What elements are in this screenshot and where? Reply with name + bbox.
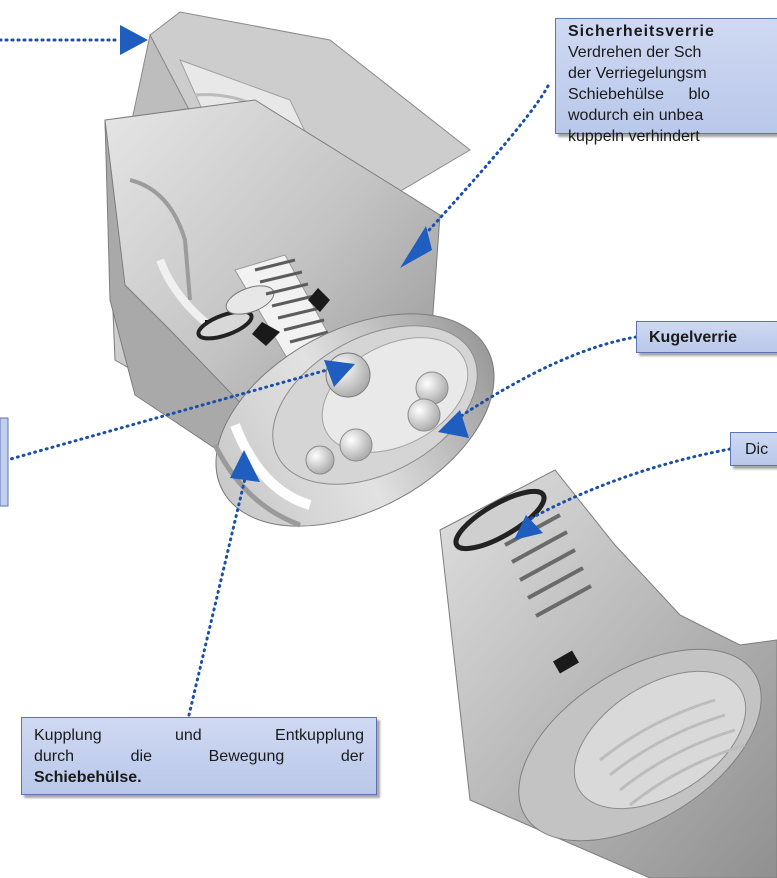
callout-coupling: Kupplung und Entkupplung durch die Beweg… [21, 717, 377, 795]
callout-safety-lock-line-2: der Verriegelungsm [568, 63, 777, 84]
coupling-plug [440, 470, 777, 878]
callout-left-edge [0, 418, 8, 506]
callout-coupling-line-3: Schiebehülse. [34, 767, 364, 788]
callout-coupling-line-1: Kupplung und Entkupplung [34, 725, 364, 746]
callout-safety-lock-line-3: Schiebehülse blo [568, 84, 777, 105]
callout-ball-lock: Kugelverrie [636, 321, 777, 353]
callout-seal-label: Dic [745, 441, 768, 458]
callout-seal: Dic [730, 432, 777, 466]
arrow-head-upper-left-icon [120, 25, 148, 55]
callout-safety-lock-line-1: Verdrehen der Sch [568, 42, 777, 63]
callout-safety-lock: Sicherheitsverrie Verdrehen der Sch der … [555, 18, 777, 134]
callout-coupling-line-2: durch die Bewegung der [34, 746, 364, 767]
callout-safety-lock-line-5: kuppeln verhindert [568, 126, 777, 147]
callout-ball-lock-label: Kugelverrie [649, 329, 737, 346]
callout-safety-lock-heading: Sicherheitsverrie [568, 21, 777, 42]
leader-line-coupling [189, 466, 248, 715]
callout-safety-lock-line-4: wodurch ein unbea [568, 105, 777, 126]
